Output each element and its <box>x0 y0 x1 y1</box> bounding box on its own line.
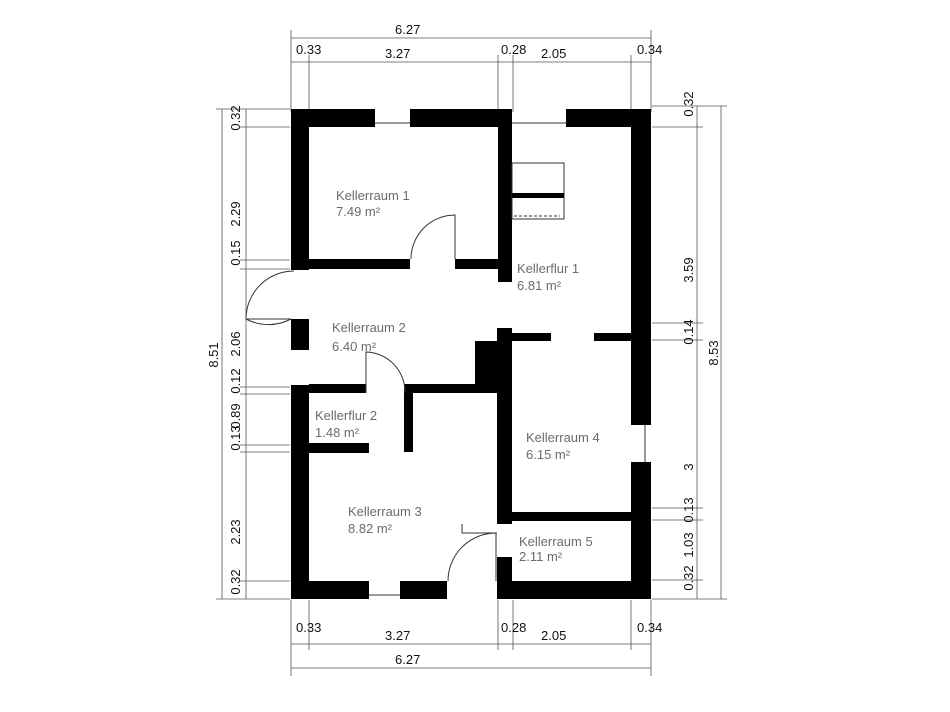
wall-top-2 <box>410 109 512 127</box>
dim-right-seg-5: 0.13 <box>681 497 696 522</box>
dim-bottom-seg-5: 0.34 <box>637 620 662 635</box>
top-dimension-chain: 6.27 0.33 3.27 0.28 2.05 0.34 <box>290 22 662 112</box>
dim-bottom-seg-1: 0.33 <box>296 620 321 635</box>
room-name-kellerraum-3: Kellerraum 3 <box>348 504 422 519</box>
wall-interior-v1 <box>498 109 512 282</box>
bottom-dimension-chain: 0.33 3.27 0.28 2.05 0.34 6.27 <box>290 600 662 676</box>
wall-right-1 <box>631 109 651 425</box>
wall-top-1 <box>291 109 375 127</box>
room-name-kellerflur-2: Kellerflur 2 <box>315 408 377 423</box>
dim-right-seg-2: 3.59 <box>681 257 696 282</box>
stair-outline <box>511 162 565 220</box>
dim-left-seg-8: 2.23 <box>228 519 243 544</box>
dim-right-seg-7: 0.32 <box>681 565 696 590</box>
wall-left-3 <box>291 385 309 599</box>
dim-left-seg-6: 0.89 <box>228 403 243 428</box>
doors <box>245 214 497 582</box>
wall-interior-h1 <box>309 259 410 269</box>
wall-interior-h6 <box>404 384 500 393</box>
wall-interior-h8 <box>512 512 651 521</box>
room-labels: Kellerraum 1 7.49 m² Kellerflur 1 6.81 m… <box>315 188 600 564</box>
dim-bottom-seg-2: 3.27 <box>385 628 410 643</box>
wall-interior-v2 <box>497 328 512 524</box>
door-kellerraum-3 <box>447 532 497 582</box>
wall-interior-h2 <box>455 259 498 269</box>
dim-bottom-seg-4: 2.05 <box>541 628 566 643</box>
dim-left-seg-4: 2.06 <box>228 331 243 356</box>
dim-left-seg-7: 0.13 <box>228 425 243 450</box>
room-area-kellerflur-2: 1.48 m² <box>315 425 360 440</box>
wall-interior-v3 <box>404 393 413 452</box>
wall-bottom-2 <box>400 581 447 599</box>
dim-right-seg-6: 1.03 <box>681 532 696 557</box>
dim-bottom-total: 6.27 <box>395 652 420 667</box>
wall-interior-h5 <box>309 384 366 393</box>
door-kellerraum-2 <box>365 351 406 394</box>
wall-left-2 <box>291 319 309 350</box>
right-dimension-chain: 0.32 3.59 0.14 3 0.13 1.03 0.32 8.53 <box>652 91 727 600</box>
room-area-kellerflur-1: 6.81 m² <box>517 278 562 293</box>
dim-top-total: 6.27 <box>395 22 420 37</box>
dim-left-seg-5: 0.12 <box>228 368 243 393</box>
dim-top-seg-5: 0.34 <box>637 42 662 57</box>
wall-interior-h4 <box>594 333 631 341</box>
dim-right-seg-1: 0.32 <box>681 91 696 116</box>
door-frame-kellerraum-3 <box>461 524 497 534</box>
dim-left-seg-1: 0.32 <box>228 105 243 130</box>
room-area-kellerraum-3: 8.82 m² <box>348 521 393 536</box>
room-name-kellerraum-4: Kellerraum 4 <box>526 430 600 445</box>
door-exterior-left <box>245 318 292 326</box>
dim-top-seg-3: 0.28 <box>501 42 526 57</box>
dim-bottom-seg-3: 0.28 <box>501 620 526 635</box>
dim-left-seg-9: 0.32 <box>228 569 243 594</box>
room-name-kellerraum-5: Kellerraum 5 <box>519 534 593 549</box>
left-dimension-chain: 8.51 0.32 2.29 0.15 2.06 0.12 0.89 0.13 … <box>206 105 290 600</box>
room-name-kellerraum-2: Kellerraum 2 <box>332 320 406 335</box>
wall-pillar <box>475 341 500 388</box>
dim-right-seg-3: 0.14 <box>681 319 696 344</box>
door-exterior-left-arc <box>245 270 295 320</box>
wall-bottom-3 <box>497 581 651 599</box>
room-area-kellerraum-5: 2.11 m² <box>519 549 563 564</box>
dim-left-total: 8.51 <box>206 342 221 367</box>
wall-left-1 <box>291 109 309 270</box>
dim-left-seg-2: 2.29 <box>228 201 243 226</box>
dim-right-seg-4: 3 <box>681 463 696 470</box>
dim-right-total: 8.53 <box>706 340 721 365</box>
door-kellerraum-1 <box>410 214 456 260</box>
dim-left-seg-3: 0.15 <box>228 240 243 265</box>
room-name-kellerraum-1: Kellerraum 1 <box>336 188 410 203</box>
walls <box>291 109 651 599</box>
wall-bottom-1 <box>291 581 369 599</box>
wall-top-3 <box>566 109 651 127</box>
wall-interior-h7 <box>309 443 369 453</box>
room-area-kellerraum-4: 6.15 m² <box>526 447 571 462</box>
dim-top-seg-2: 3.27 <box>385 46 410 61</box>
room-area-kellerraum-1: 7.49 m² <box>336 204 381 219</box>
dim-top-seg-4: 2.05 <box>541 46 566 61</box>
stair-tread <box>512 193 564 198</box>
room-name-kellerflur-1: Kellerflur 1 <box>517 261 579 276</box>
room-area-kellerraum-2: 6.40 m² <box>332 339 377 354</box>
wall-right-2 <box>631 462 651 599</box>
wall-interior-h3 <box>512 333 551 341</box>
dim-top-seg-1: 0.33 <box>296 42 321 57</box>
wall-interior-v4 <box>497 557 512 599</box>
